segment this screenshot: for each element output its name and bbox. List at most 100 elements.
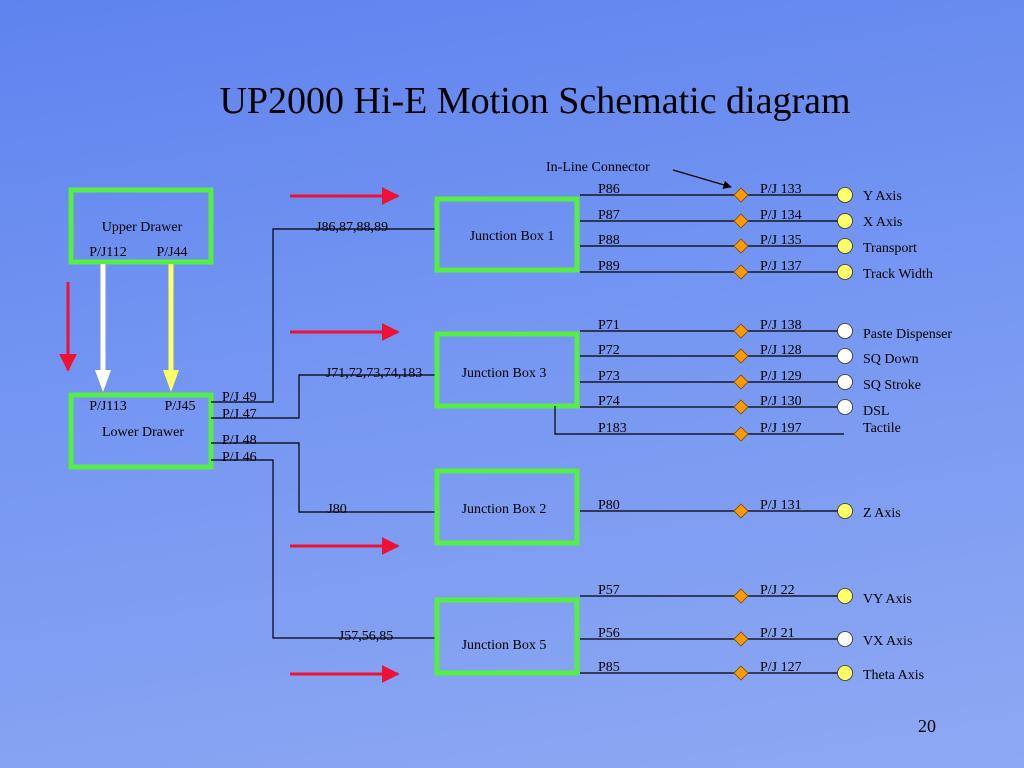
axis-label: VX Axis [863,634,912,649]
axis-indicator-dot [837,374,853,390]
bus-label-jb1: J86,87,88,89 [316,220,388,235]
bus-label-jb3: J71,72,73,74,183 [326,366,422,381]
white-cable-arrowhead [95,370,111,392]
plug-label: P89 [598,259,620,274]
in-line-connector-diamond [733,503,749,519]
axis-indicator-dot [837,238,853,254]
junction-box-3 [434,331,580,409]
jack-label: P/J 127 [760,660,802,675]
jack-label: P/J 197 [760,421,802,436]
yellow-cable-arrowhead [163,370,179,392]
bus-label-jb5: J57,56,85 [339,629,393,644]
wire-to-junction-box-2 [211,442,437,513]
junction-box-2-label: Junction Box 2 [462,502,547,517]
axis-label: Z Axis [863,506,901,521]
output-label-pj47: P/J 47 [222,407,257,422]
axis-label: Tactile [863,421,901,436]
axis-label: X Axis [863,215,902,230]
plug-label: P57 [598,583,620,598]
axis-indicator-dot [837,348,853,364]
jack-label: P/J 130 [760,394,802,409]
plug-label: P72 [598,343,620,358]
plug-label: P85 [598,660,620,675]
axis-label: Y Axis [863,189,902,204]
in-line-connector-diamond [733,238,749,254]
axis-label: VY Axis [863,592,912,607]
junction-box-3-label: Junction Box 3 [462,366,547,381]
axis-label: Paste Dispenser [863,327,952,342]
wire-to-junction-box-1 [211,228,437,403]
axis-indicator-dot [837,323,853,339]
axis-label: Track Width [863,267,933,282]
axis-indicator-dot [837,187,853,203]
plug-label: P88 [598,233,620,248]
plug-label: P73 [598,369,620,384]
in-line-connector-diamond [733,374,749,390]
jack-label: P/J 129 [760,369,802,384]
output-label-pj48: P/J 48 [222,433,257,448]
output-label-pj49: P/J 49 [222,390,257,405]
upper-drawer-port-1: P/J112 [89,245,127,260]
in-line-connector-diamond [733,348,749,364]
axis-indicator-dot [837,503,853,519]
axis-label: Theta Axis [863,668,924,683]
plug-label: P56 [598,626,620,641]
jack-label: P/J 128 [760,343,802,358]
lower-drawer-box [68,392,214,470]
axis-label: Transport [863,241,917,256]
in-line-connector-diamond [733,588,749,604]
in-line-connector-diamond [733,426,749,442]
in-line-connector-diamond [733,213,749,229]
in-line-connector-diamond [733,665,749,681]
in-line-connector-pointer [672,169,732,189]
lower-drawer-label: Lower Drawer [102,425,184,440]
lower-drawer-port-2: P/J45 [164,399,195,414]
in-line-connector-diamond [733,631,749,647]
axis-label: DSL [863,404,889,419]
jack-label: P/J 133 [760,182,802,197]
junction-box-1 [434,196,580,273]
upper-drawer-label: Upper Drawer [102,220,183,235]
wire-to-junction-box-5 [211,459,437,639]
upper-drawer-port-2: P/J44 [156,245,187,260]
in-line-connector-diamond [733,323,749,339]
lower-drawer-port-1: P/J113 [89,399,127,414]
axis-indicator-dot [837,588,853,604]
bus-label-jb2: J80 [327,502,346,517]
jack-label: P/J 131 [760,498,802,513]
jack-label: P/J 138 [760,318,802,333]
axis-indicator-dot [837,213,853,229]
page-title: UP2000 Hi-E Motion Schematic diagram [219,80,850,122]
plug-label: P71 [598,318,620,333]
jack-label: P/J 21 [760,626,795,641]
jack-label: P/J 135 [760,233,802,248]
upper-drawer-box [68,187,214,265]
axis-indicator-dot [837,665,853,681]
in-line-connector-diamond [733,264,749,280]
plug-label: P74 [598,394,620,409]
in-line-connector-diamond [733,399,749,415]
tactile-branch-wire [554,406,580,435]
junction-box-5 [434,597,580,676]
axis-indicator-dot [837,264,853,280]
wire-to-junction-box-3 [211,374,437,419]
jack-label: P/J 22 [760,583,795,598]
junction-box-1-label: Junction Box 1 [470,229,555,244]
plug-label: P86 [598,182,620,197]
junction-box-5-label: Junction Box 5 [462,638,547,653]
junction-box-2 [434,468,580,546]
output-label-pj46: P/J 46 [222,450,257,465]
axis-label: SQ Stroke [863,378,921,393]
jack-label: P/J 134 [760,208,802,223]
in-line-connector-label: In-Line Connector [546,160,650,175]
plug-label: P183 [598,421,627,436]
axis-indicator-dot [837,631,853,647]
axis-label: SQ Down [863,352,919,367]
plug-label: P87 [598,208,620,223]
axis-indicator-dot [837,399,853,415]
page-number: 20 [918,716,936,736]
in-line-connector-diamond [733,187,749,203]
plug-label: P80 [598,498,620,513]
jack-label: P/J 137 [760,259,802,274]
